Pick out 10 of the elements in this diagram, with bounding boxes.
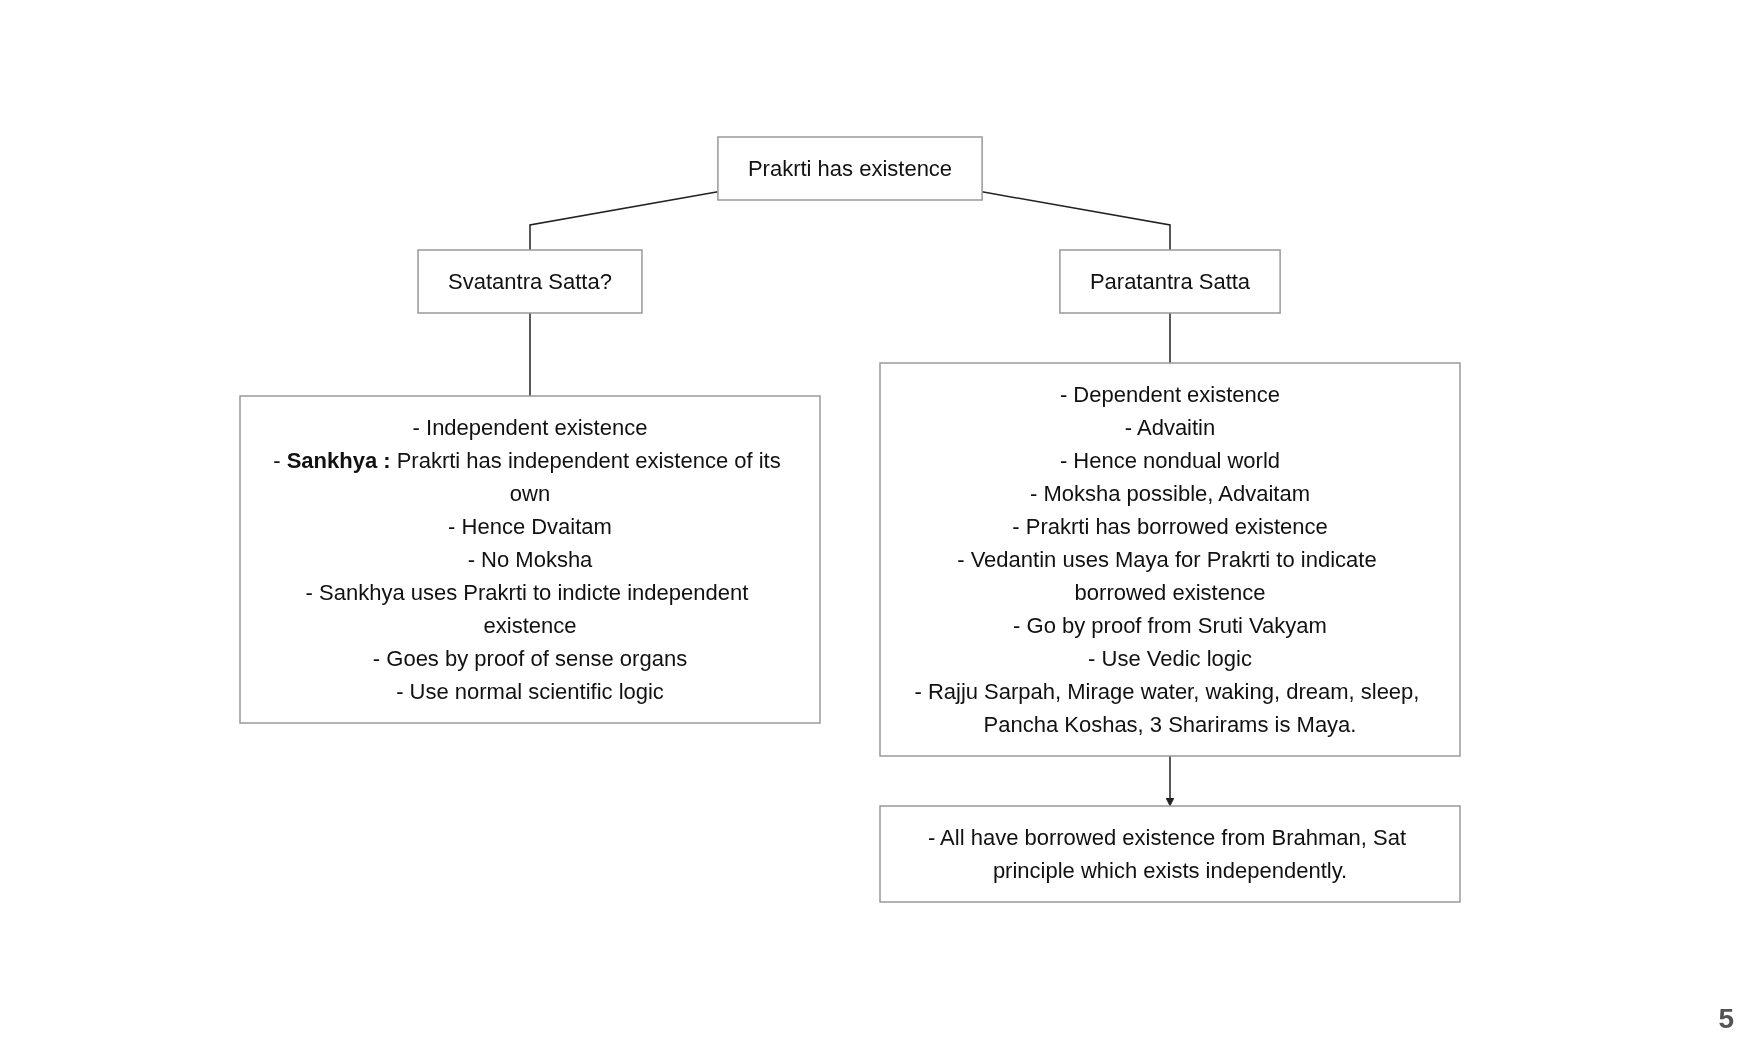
node-box: Svatantra Satta? [417,249,643,314]
node-box: Paratantra Satta [1059,249,1281,314]
connector [1169,312,1171,364]
node-box: - Dependent existence - Advaitin - Hence nondual world - Moksha possible, Advaitam - Prakrti has borrowed existence - Vedantin uses Maya for Prakrti to indicate borrowed existence - Go by proof from Sruti Vakyam - Use Vedic logic - Rajju Sarpah, Mirage water, waking, dream, sleep, Pancha Koshas, 3 Sharirams is Maya. [879,362,1461,757]
node-box: - All have borrowed existence from Brahman, Sat principle which exists independently. [879,805,1461,903]
node-box: Prakrti has existence [717,136,983,201]
connector [529,312,531,397]
arrow [1165,755,1175,807]
node-box: - Independent existence - Sankhya : Prakrti has independent existence of its own - Hence Dvaitam - No Moksha - Sankhya uses Prakrti to indicte independent existence - Goes by proof of sense organs - Use normal scientific logic [239,395,821,724]
page-number: 5 [1718,1003,1734,1034]
